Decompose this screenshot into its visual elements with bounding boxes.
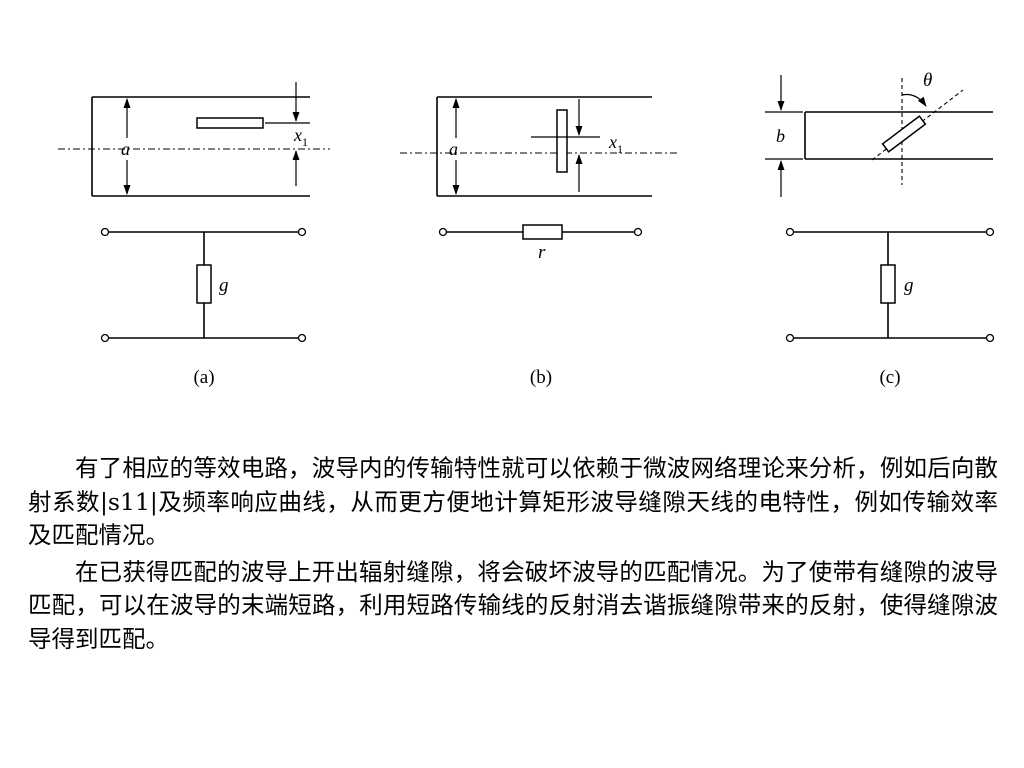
caption-c: (c) [879, 367, 900, 388]
waveguide-b [436, 96, 652, 197]
waveguide-a [91, 96, 310, 197]
slot-a [196, 117, 264, 129]
waveguide-slot-figure: a x1 g (a) a [58, 70, 995, 388]
terminal [297, 333, 307, 343]
offset-label-b: x1 [608, 132, 623, 156]
angle-label-c: θ [923, 70, 932, 91]
panel-a: a x1 g (a) [58, 82, 330, 388]
body-text: 有了相应的等效电路，波导内的传输特性就可以依赖于微波网络理论来分析，例如后向散射… [28, 452, 998, 656]
terminal [438, 227, 448, 237]
slot-b [556, 109, 568, 173]
element-label-a: g [219, 275, 229, 296]
panel-b: a x1 r (b) [400, 96, 678, 388]
terminal [785, 333, 795, 343]
terminal [633, 227, 643, 237]
width-label-b: a [449, 139, 458, 159]
series-circuit-b: r [438, 224, 643, 263]
shunt-conductance-a [196, 264, 212, 304]
terminal [785, 227, 795, 237]
shunt-conductance-c [880, 264, 896, 304]
caption-b: (b) [530, 367, 552, 388]
terminal [985, 227, 995, 237]
paragraph-2: 在已获得匹配的波导上开出辐射缝隙，将会破坏波导的匹配情况。为了使带有缝隙的波导匹… [28, 557, 998, 653]
terminal [297, 227, 307, 237]
height-label-c: b [776, 126, 785, 146]
width-label-a: a [121, 139, 130, 159]
panel-c: b θ g (c) [765, 70, 995, 388]
angle-arc-c [901, 93, 927, 107]
shunt-circuit-c: g [785, 227, 995, 343]
shunt-circuit-a: g [100, 227, 307, 343]
element-label-b: r [538, 242, 546, 263]
terminal [100, 227, 110, 237]
terminal [100, 333, 110, 343]
series-resistance-b [522, 224, 563, 240]
element-label-c: g [904, 275, 914, 296]
paragraph-1: 有了相应的等效电路，波导内的传输特性就可以依赖于微波网络理论来分析，例如后向散射… [28, 454, 998, 549]
caption-a: (a) [193, 367, 214, 388]
offset-label-a: x1 [293, 125, 308, 149]
terminal [985, 333, 995, 343]
slot-c [881, 115, 927, 153]
waveguide-c [804, 111, 993, 160]
